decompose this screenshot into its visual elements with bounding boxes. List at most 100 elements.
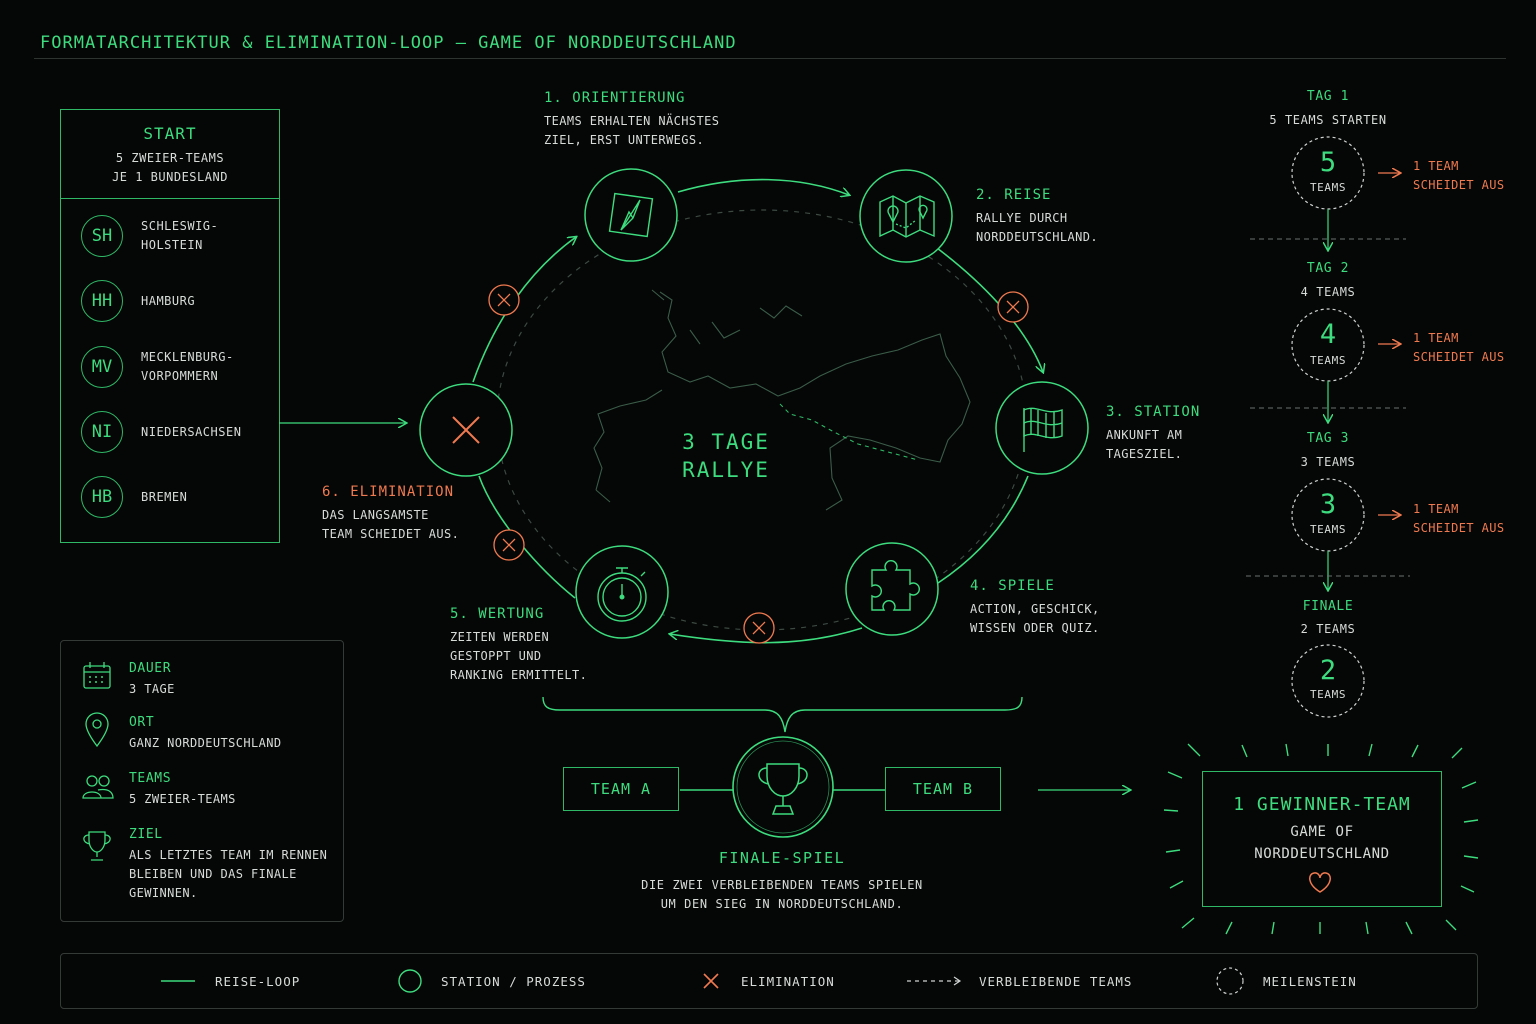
legend-loop-line bbox=[161, 980, 195, 982]
day-1-count: 5 bbox=[1319, 147, 1337, 178]
legend-milestone-circle bbox=[1216, 967, 1244, 995]
step-reise-label: 2. REISE RALLYE DURCH NORDDEUTSCHLAND. bbox=[976, 187, 1098, 247]
checkered-flag-icon bbox=[1023, 407, 1063, 452]
info-ziel-head: ZIEL bbox=[129, 827, 163, 842]
finale-title: FINALE-SPIEL bbox=[718, 849, 846, 867]
day-3-count: 3 bbox=[1319, 489, 1337, 520]
finale-day-sub: 2 TEAMS bbox=[1300, 622, 1356, 636]
day-3-count-label: TEAMS bbox=[1309, 523, 1347, 536]
start-header: START 5 ZWEIER-TEAMS JE 1 BUNDESLAND bbox=[61, 110, 279, 199]
start-subtitle: 5 ZWEIER-TEAMS JE 1 BUNDESLAND bbox=[61, 149, 279, 187]
map-icon bbox=[879, 195, 935, 238]
step-2-title: 2. REISE bbox=[976, 187, 1052, 203]
info-teams-text: 5 ZWEIER-TEAMS bbox=[129, 792, 236, 806]
state-name-hh: HAMBURG bbox=[141, 293, 196, 308]
info-dauer-text: 3 TAGE bbox=[129, 682, 175, 696]
step-3-text-1: ANKUNFT AM bbox=[1106, 428, 1183, 442]
state-row-ni: NI NIEDERSACHSEN bbox=[81, 409, 251, 455]
legend-remaining: VERBLEIBENDE TEAMS bbox=[907, 954, 1132, 1008]
day-3-head: TAG 3 bbox=[1306, 431, 1350, 446]
step-1-title: 1. ORIENTIERUNG bbox=[544, 90, 686, 106]
day-2-sub: 4 TEAMS bbox=[1300, 285, 1356, 299]
elimination-markers bbox=[488, 284, 1029, 644]
state-badge-ni: NI bbox=[81, 411, 123, 453]
winner-title: 1 GEWINNER-TEAM bbox=[1233, 794, 1411, 815]
step-3-title: 3. STATION bbox=[1106, 404, 1201, 420]
winner-rays bbox=[1163, 743, 1479, 935]
center-label: 3 TAGE RALLYE bbox=[640, 428, 812, 484]
reise-loop-arcs bbox=[472, 178, 1043, 644]
finale-text-1: DIE ZWEI VERBLEIBENDEN TEAMS SPIELEN bbox=[641, 878, 923, 892]
info-dauer-head: DAUER bbox=[129, 661, 172, 676]
state-badge-hh: HH bbox=[81, 280, 123, 322]
heart-icon bbox=[1309, 872, 1331, 893]
puzzle-icon bbox=[871, 560, 920, 611]
info-ort-head: ORT bbox=[129, 715, 155, 730]
map-outline bbox=[593, 289, 971, 511]
step-6-text-2: TEAM SCHEIDET AUS. bbox=[322, 527, 460, 541]
legend-dashed-arrow bbox=[907, 976, 962, 986]
state-name-ni: NIEDERSACHSEN bbox=[141, 424, 242, 439]
inner-dashed-loop bbox=[496, 209, 1028, 631]
start-line-2: JE 1 BUNDESLAND bbox=[112, 170, 228, 184]
step-5-text-2: GESTOPPT UND bbox=[450, 649, 542, 663]
finale-trophy-icon bbox=[758, 763, 808, 815]
state-name-hb: BREMEN bbox=[141, 489, 188, 504]
center-line-1: 3 TAGE bbox=[682, 430, 770, 454]
legend-elimination: ELIMINATION bbox=[701, 954, 835, 1008]
step-1-text-2: ZIEL, ERST UNTERWEGS. bbox=[544, 133, 705, 147]
step-4-text-2: WISSEN ODER QUIZ. bbox=[970, 621, 1100, 635]
step-2-text-2: NORDDEUTSCHLAND. bbox=[976, 230, 1098, 244]
station-spiele bbox=[845, 542, 939, 636]
step-1-text-1: TEAMS ERHALTEN NÄCHSTES bbox=[544, 114, 720, 128]
people-icon bbox=[82, 775, 114, 799]
step-5-text-1: ZEITEN WERDEN bbox=[450, 630, 550, 644]
legend-loop: REISE-LOOP bbox=[161, 954, 300, 1008]
finale-count-label: TEAMS bbox=[1309, 688, 1347, 701]
day-1-sub: 5 TEAMS STARTEN bbox=[1269, 113, 1387, 127]
center-line-2: RALLYE bbox=[682, 458, 770, 482]
info-panel: DAUER 3 TAGE ORT GANZ NORDDEUTSCHLAND TE… bbox=[60, 640, 344, 922]
finale-text-2: UM DEN SIEG IN NORDDEUTSCHLAND. bbox=[660, 897, 904, 911]
start-title: START bbox=[143, 124, 197, 143]
step-5-text-3: RANKING ERMITTELT. bbox=[450, 668, 588, 682]
station-station bbox=[995, 381, 1089, 475]
legend: REISE-LOOP STATION / PROZESS ELIMINATION… bbox=[60, 953, 1478, 1009]
finale-day-head: FINALE bbox=[1302, 599, 1354, 614]
team-a-box: TEAM A bbox=[563, 767, 679, 811]
step-4-text-1: ACTION, GESCHICK, bbox=[970, 602, 1100, 616]
step-6-title: 6. ELIMINATION bbox=[322, 484, 455, 500]
legend-milestone: MEILENSTEIN bbox=[1215, 954, 1357, 1008]
day-1-head: TAG 1 bbox=[1306, 89, 1350, 104]
step-3-text-2: TAGESZIEL. bbox=[1106, 447, 1183, 461]
start-panel: START 5 ZWEIER-TEAMS JE 1 BUNDESLAND SH … bbox=[60, 109, 280, 543]
state-row-hb: HB BREMEN bbox=[81, 474, 251, 520]
title-divider bbox=[34, 58, 1506, 59]
step-spiele-label: 4. SPIELE ACTION, GESCHICK, WISSEN ODER … bbox=[970, 578, 1100, 638]
legend-station-circle bbox=[398, 969, 422, 993]
stopwatch-icon bbox=[597, 567, 647, 622]
step-wertung-label: 5. WERTUNG ZEITEN WERDEN GESTOPPT UND RA… bbox=[450, 606, 587, 685]
day-2-head: TAG 2 bbox=[1306, 261, 1350, 276]
step-orientierung-label: 1. ORIENTIERUNG TEAMS ERHALTEN NÄCHSTES … bbox=[544, 90, 719, 150]
trophy-icon bbox=[83, 831, 111, 861]
finale-circle bbox=[732, 736, 834, 838]
finale-brace bbox=[542, 696, 1023, 733]
legend-cross-icon bbox=[703, 973, 719, 989]
state-row-sh: SH SCHLESWIG-HOLSTEIN bbox=[81, 213, 251, 259]
info-teams-head: TEAMS bbox=[129, 771, 172, 786]
step-station-label: 3. STATION ANKUNFT AM TAGESZIEL. bbox=[1106, 404, 1200, 464]
step-5-title: 5. WERTUNG bbox=[450, 606, 545, 622]
state-row-hh: HH HAMBURG bbox=[81, 278, 251, 324]
finale-text: DIE ZWEI VERBLEIBENDEN TEAMS SPIELEN UM … bbox=[580, 876, 984, 914]
day-3-sub: 3 TEAMS bbox=[1300, 455, 1356, 469]
calendar-icon bbox=[83, 662, 111, 689]
start-line-1: 5 ZWEIER-TEAMS bbox=[115, 151, 225, 165]
page-title: FORMATARCHITEKTUR & ELIMINATION-LOOP – G… bbox=[40, 33, 737, 53]
step-2-text-1: RALLYE DURCH bbox=[976, 211, 1068, 225]
